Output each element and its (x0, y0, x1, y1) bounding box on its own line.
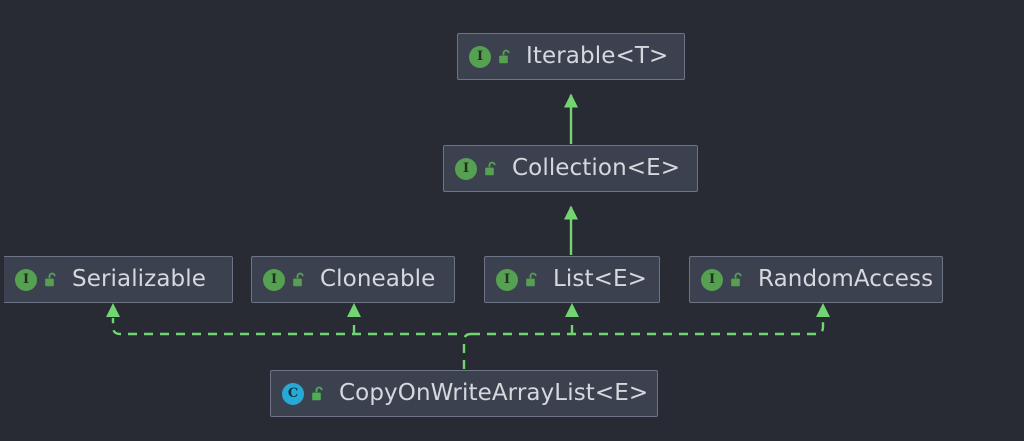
node-collection[interactable]: I Collection<E> (443, 145, 698, 192)
interface-icon: I (469, 45, 491, 68)
arrowhead-list (565, 303, 579, 317)
interface-icon: I (455, 157, 477, 180)
node-label: RandomAccess (758, 266, 934, 292)
open-padlock-icon (730, 272, 745, 288)
node-label: List<E> (553, 266, 647, 292)
interface-icon: I (496, 268, 518, 291)
node-serializable[interactable]: I Serializable (4, 256, 233, 303)
edge-implements-bus (111, 318, 825, 369)
arrowhead-cloneable (347, 303, 361, 317)
interface-icon: I (701, 268, 723, 291)
node-label: Iterable<T> (526, 43, 669, 69)
arrowhead-randomaccess (816, 303, 830, 317)
node-label: Cloneable (320, 266, 436, 292)
node-label: CopyOnWriteArrayList<E> (339, 380, 649, 406)
class-icon: C (282, 382, 304, 405)
interface-icon: I (263, 268, 285, 291)
open-padlock-icon (311, 386, 326, 402)
implements-arrowheads (106, 303, 830, 317)
node-list[interactable]: I List<E> (484, 256, 660, 303)
open-padlock-icon (44, 272, 59, 288)
arrowhead-serializable (106, 303, 120, 317)
node-iterable[interactable]: I Iterable<T> (457, 33, 685, 80)
open-padlock-icon (525, 272, 540, 288)
node-cloneable[interactable]: I Cloneable (251, 256, 455, 303)
interface-icon: I (15, 268, 37, 291)
node-copyonwritearraylist[interactable]: C CopyOnWriteArrayList<E> (270, 370, 658, 417)
node-label: Serializable (72, 266, 206, 292)
open-padlock-icon (292, 272, 307, 288)
node-label: Collection<E> (512, 155, 681, 181)
open-padlock-icon (484, 161, 499, 177)
open-padlock-icon (498, 49, 513, 65)
node-randomaccess[interactable]: I RandomAccess (689, 256, 943, 303)
